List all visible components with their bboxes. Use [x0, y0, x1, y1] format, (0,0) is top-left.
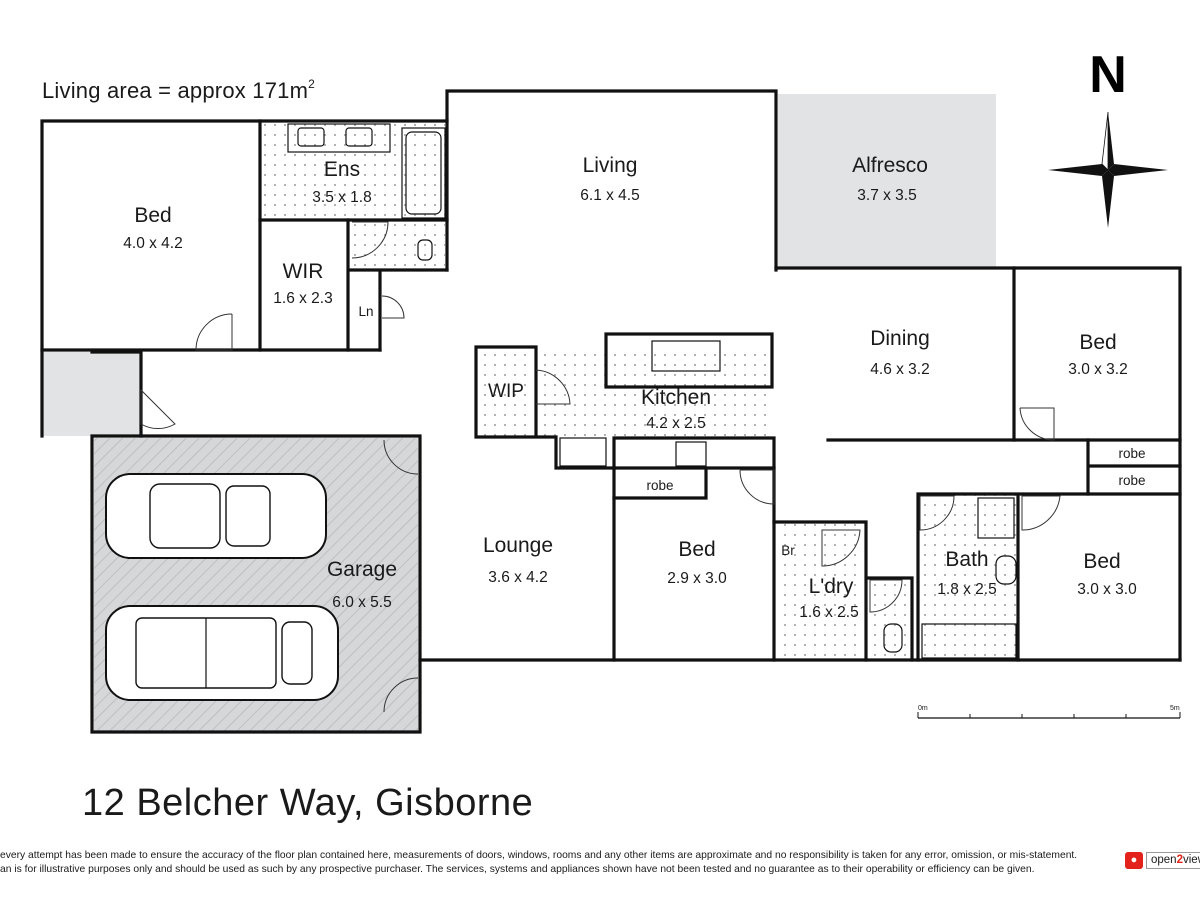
scale-bar	[917, 712, 1181, 719]
disclaimer: every attempt has been made to ensure th…	[0, 849, 1112, 876]
car-icon	[105, 605, 339, 701]
room-dims-ldry: 1.6 x 2.5	[799, 604, 858, 621]
wet-area-fixtures	[883, 497, 1017, 659]
room-name-br: Br	[781, 543, 795, 558]
living-area-superscript: 2	[308, 76, 315, 91]
room-name-alfresco: Alfresco	[852, 154, 928, 177]
logo-part-view: view	[1183, 853, 1200, 866]
property-address: 12 Belcher Way, Gisborne	[82, 782, 534, 824]
open2view-logo: ● open2view	[1125, 851, 1200, 869]
room-name-robe-3: robe	[1118, 473, 1145, 488]
room-name-ldry: L'dry	[809, 575, 854, 598]
room-dims-bed-master: 4.0 x 4.2	[123, 235, 182, 252]
room-name-bed-ne: Bed	[1079, 331, 1116, 354]
porch-area	[42, 352, 141, 436]
ensuite-tiles	[261, 123, 445, 218]
car-icon	[105, 473, 327, 559]
logo-part-two: 2	[1176, 853, 1183, 866]
room-dims-bed-mid: 2.9 x 3.0	[667, 570, 727, 587]
disclaimer-line-2: an is for illustrative purposes only and…	[0, 863, 1035, 875]
walls	[40, 89, 1182, 734]
ensuite-fixtures	[287, 123, 446, 261]
room-dims-lounge: 3.6 x 4.2	[488, 569, 547, 586]
scale-end: 5m	[1170, 705, 1180, 712]
ensuite-wc-tiles	[352, 222, 445, 270]
room-dims-kitchen: 4.2 x 2.5	[646, 415, 705, 432]
wc-tiles	[868, 578, 910, 658]
north-arrow-icon	[1048, 111, 1168, 228]
room-dims-living: 6.1 x 4.5	[580, 187, 639, 204]
door-swings	[140, 295, 1061, 713]
room-dims-wir: 1.6 x 2.3	[273, 290, 332, 307]
alfresco-area	[778, 94, 996, 268]
room-dims-dining: 4.6 x 3.2	[870, 361, 929, 378]
room-dims-bed-ne: 3.0 x 3.2	[1068, 361, 1127, 378]
room-name-bed-mid: Bed	[678, 538, 715, 561]
room-name-garage: Garage	[327, 558, 397, 581]
room-dims-garage: 6.0 x 5.5	[332, 594, 391, 611]
room-name-robe-1: robe	[646, 478, 673, 493]
camera-icon: ●	[1125, 851, 1143, 869]
room-name-ln: Ln	[358, 304, 373, 319]
north-label: N	[1089, 46, 1127, 104]
room-name-bed-se: Bed	[1083, 550, 1120, 573]
room-name-lounge: Lounge	[483, 534, 553, 557]
room-name-wip: WIP	[488, 381, 524, 402]
wip-tiles	[476, 349, 534, 437]
logo-part-open: open	[1151, 853, 1177, 866]
kitchen-fixtures	[559, 332, 774, 467]
room-name-bath: Bath	[945, 548, 988, 571]
room-name-ens: Ens	[324, 158, 360, 181]
kitchen-tiles	[536, 346, 774, 438]
bath-tiles	[918, 494, 1018, 658]
room-dims-alfresco: 3.7 x 3.5	[857, 187, 916, 204]
room-name-wir: WIR	[283, 260, 324, 283]
living-area-note: Living area = approx 171m2	[42, 76, 315, 104]
room-name-kitchen: Kitchen	[641, 386, 711, 409]
room-dims-bath: 1.8 x 2.5	[937, 581, 996, 598]
room-name-living: Living	[583, 154, 638, 177]
room-dims-ens: 3.5 x 1.8	[312, 189, 371, 206]
room-name-dining: Dining	[870, 327, 930, 350]
logo-wordmark: open2view	[1146, 851, 1200, 869]
room-dims-bed-se: 3.0 x 3.0	[1077, 581, 1137, 598]
living-area-text: Living area = approx 171m	[42, 78, 309, 103]
room-name-bed-master: Bed	[134, 204, 171, 227]
disclaimer-line-1: every attempt has been made to ensure th…	[0, 850, 1078, 861]
laundry-tiles	[778, 522, 864, 658]
room-name-robe-2: robe	[1118, 446, 1145, 461]
scale-start: 0m	[918, 705, 928, 712]
